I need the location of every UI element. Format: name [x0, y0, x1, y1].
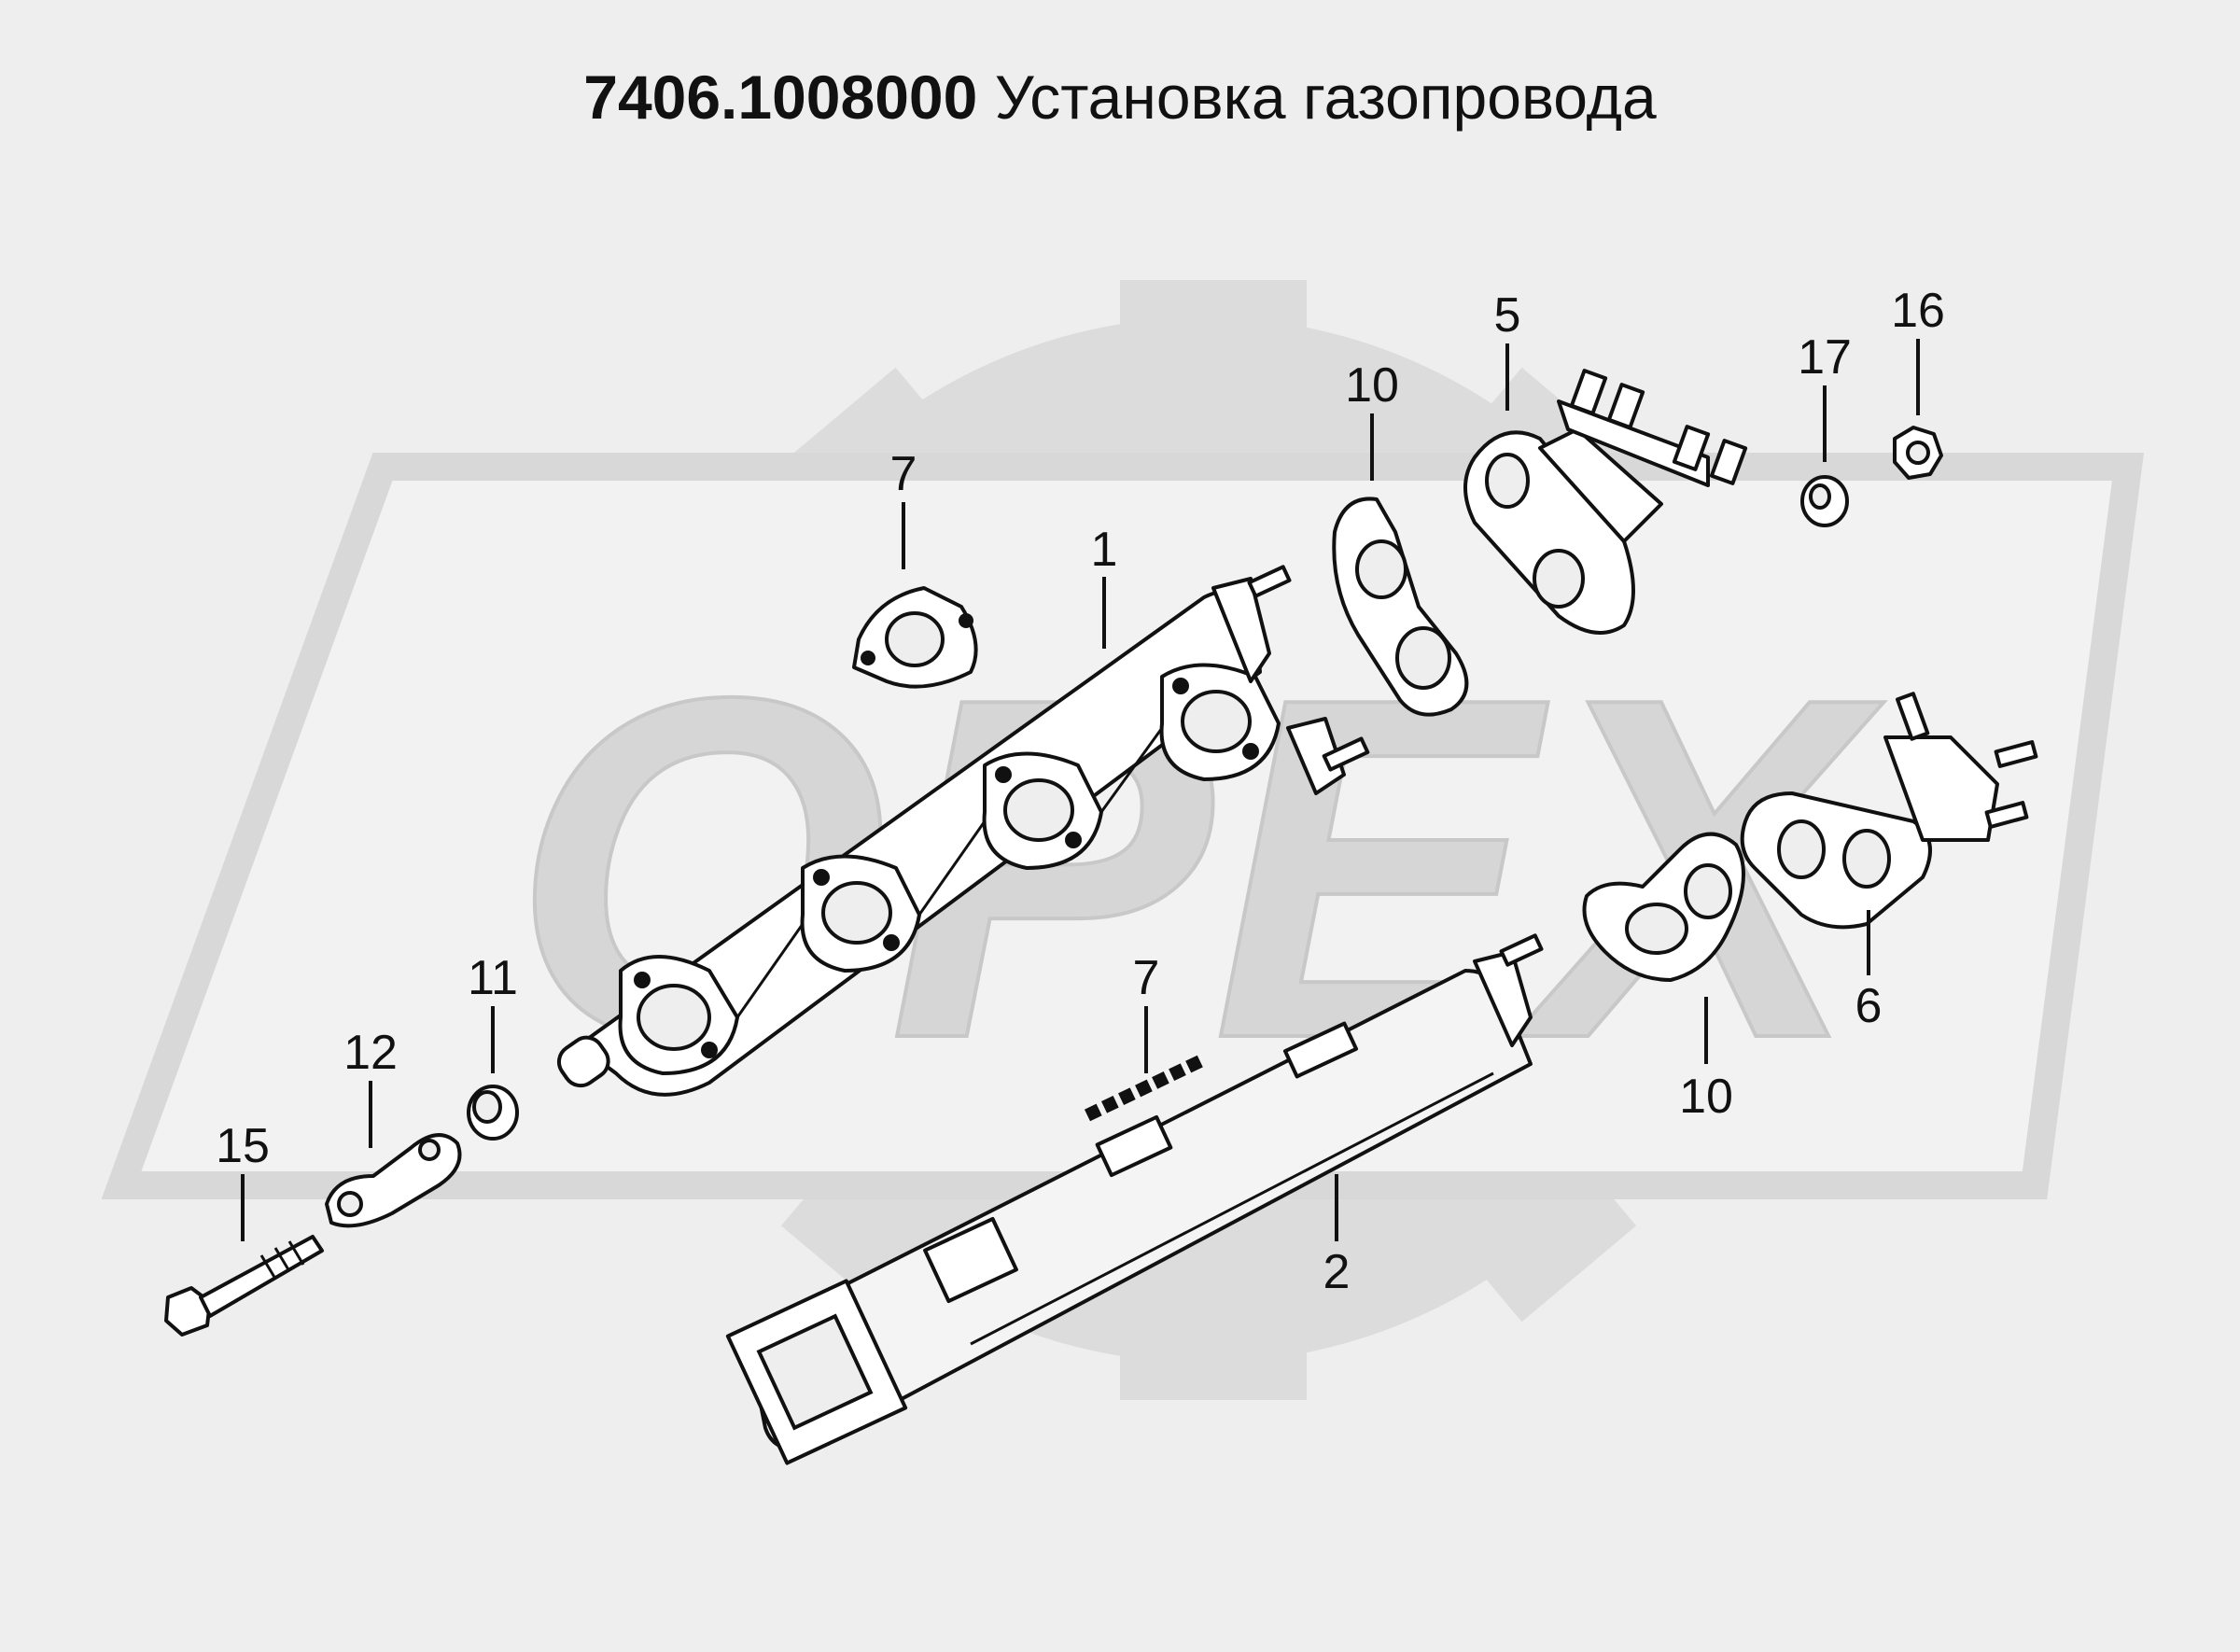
callout-15-label: 15 [216, 1119, 270, 1173]
part-6-flange [1740, 692, 2038, 930]
part-5-flange-studs [1463, 369, 1748, 635]
callout-11-label: 11 [468, 951, 518, 1005]
callout-7-lower: 7 [1133, 951, 1160, 1073]
callout-17: 17 [1798, 330, 1852, 462]
callout-6-label: 6 [1855, 979, 1883, 1033]
callout-7-upper: 7 [890, 447, 917, 569]
callout-16: 16 [1891, 284, 1945, 415]
part-7-gasket-upper [852, 586, 978, 689]
callout-5-label: 5 [1494, 288, 1521, 343]
callout-10-lower: 10 [1679, 997, 1733, 1124]
callout-6: 6 [1855, 910, 1883, 1033]
callout-2: 2 [1323, 1174, 1351, 1299]
part-12-bracket [325, 1133, 462, 1228]
callout-1: 1 [1091, 523, 1118, 649]
callout-11: 11 [468, 951, 518, 1073]
callout-12-label: 12 [343, 1026, 398, 1080]
part-10-gasket-lower [1582, 832, 1745, 982]
callout-7-lower-label: 7 [1133, 951, 1160, 1005]
part-10-gasket-upper [1332, 497, 1469, 717]
callout-16-label: 16 [1891, 284, 1945, 338]
callout-12: 12 [343, 1026, 398, 1148]
page-title: 7406.1008000 Установка газопровода [0, 62, 2240, 133]
callout-10-upper: 10 [1345, 358, 1399, 481]
part-16-nut [1893, 426, 1943, 480]
part-11-bushing [467, 1085, 519, 1141]
part-2-exhaust-pipe [725, 933, 1544, 1465]
callout-1-label: 1 [1091, 523, 1118, 577]
part-1-exhaust-manifold [556, 565, 1370, 1097]
callout-5: 5 [1494, 288, 1521, 411]
title-text: Установка газопровода [994, 63, 1657, 132]
callout-2-label: 2 [1323, 1245, 1351, 1299]
callout-10-upper-label: 10 [1345, 358, 1399, 413]
callout-7-upper-label: 7 [890, 447, 917, 501]
callout-10-lower-label: 10 [1679, 1070, 1733, 1124]
part-15-bolt [164, 1235, 324, 1337]
title-code: 7406.1008000 [583, 63, 978, 132]
callout-17-label: 17 [1798, 330, 1852, 385]
part-17-washer [1800, 475, 1849, 527]
part-7-gasket-lower [1084, 1053, 1208, 1122]
callout-15: 15 [216, 1119, 270, 1241]
